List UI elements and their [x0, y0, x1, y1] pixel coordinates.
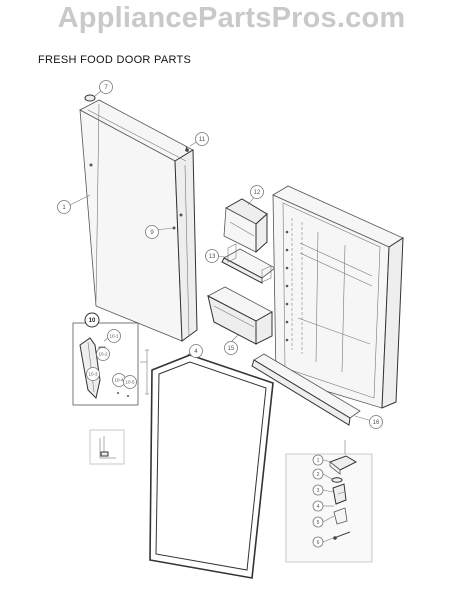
callout-kit-5: 5 [312, 516, 324, 528]
callout-12-label: 12 [254, 190, 261, 196]
callout-10-1-label: 10-1 [109, 334, 119, 339]
callout-1-label: 1 [62, 205, 66, 211]
callout-kit-3: 3 [312, 484, 324, 496]
callout-15: 15 [224, 341, 238, 355]
callout-11-label: 11 [199, 137, 206, 143]
callout-kit-1: 1 [312, 454, 324, 466]
callout-10-3-label: 10-3 [88, 372, 98, 377]
callout-kit-4-label: 4 [317, 504, 320, 510]
part-1-door-panel [69, 99, 198, 342]
hinge-kit-inset [285, 440, 373, 563]
callout-10-1: 10-1 [107, 329, 121, 343]
callout-10: 10 [84, 312, 100, 328]
callout-4-label: 4 [194, 349, 198, 355]
part-13-middle-bin [211, 243, 276, 284]
watermark-text: AppliancePartsPros.com [57, 2, 406, 34]
callout-9-label: 9 [150, 230, 154, 236]
callout-kit-2: 2 [312, 468, 324, 480]
callout-13-label: 13 [209, 254, 216, 260]
callout-10-2: 10-2 [96, 347, 110, 361]
callout-10-3: 10-3 [86, 367, 100, 381]
callout-kit-6: 6 [312, 536, 324, 548]
callout-kit-2-label: 2 [317, 472, 320, 478]
diagram-title: FRESH FOOD DOOR PARTS [38, 54, 192, 66]
callout-15-label: 15 [228, 346, 235, 352]
callout-kit-6-label: 6 [317, 540, 320, 546]
callout-10-label: 10 [89, 318, 96, 324]
callout-1: 1 [57, 200, 71, 214]
callout-7: 7 [99, 80, 113, 94]
callout-kit-5-label: 5 [317, 520, 320, 526]
part-15-lower-bin [207, 286, 273, 345]
callout-11: 11 [195, 132, 209, 146]
callout-12: 12 [250, 185, 264, 199]
callout-13: 13 [205, 249, 219, 263]
callout-10-4-label: 10-4 [114, 378, 124, 383]
callout-10-5-label: 10-5 [125, 380, 135, 385]
callout-16-label: 16 [373, 420, 380, 426]
callout-7-label: 7 [104, 85, 108, 91]
callout-9: 9 [145, 225, 159, 239]
part-4-door-gasket [149, 348, 274, 579]
callout-kit-3-label: 3 [317, 488, 320, 494]
callout-4: 4 [189, 344, 203, 358]
callout-kit-4: 4 [312, 500, 324, 512]
bottom-door-shelf [251, 353, 373, 426]
callout-10-2-label: 10-2 [98, 352, 108, 357]
callout-16: 16 [369, 415, 383, 429]
part-12-upper-bin [223, 195, 268, 254]
inset-detail-bracket [89, 429, 125, 465]
part-16-door-liner [272, 185, 404, 409]
callout-kit-1-label: 1 [317, 458, 320, 464]
hinge-kit-leader-lines [322, 459, 335, 543]
callout-10-5: 10-5 [123, 375, 137, 389]
